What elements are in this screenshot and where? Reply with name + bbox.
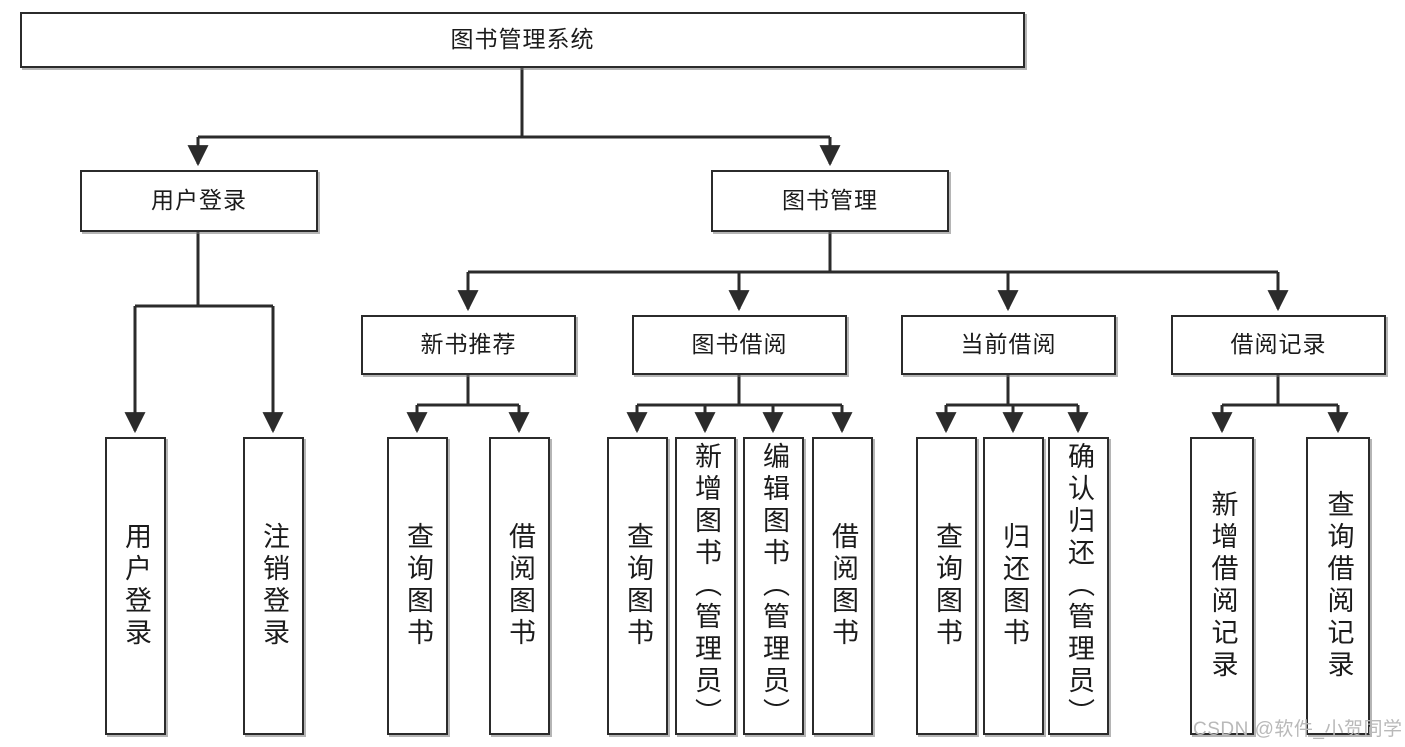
leaf-query-book-2[interactable]: 查询图书 xyxy=(607,437,668,735)
node-book-management-label: 图书管理 xyxy=(782,187,878,214)
leaf-add-borrow-record-label: 新增借阅记录 xyxy=(1207,490,1238,682)
leaf-logout-label: 注销登录 xyxy=(259,522,289,650)
node-borrow-records[interactable]: 借阅记录 xyxy=(1171,315,1386,375)
node-book-management[interactable]: 图书管理 xyxy=(711,170,949,232)
leaf-return-book-label: 归还图书 xyxy=(999,522,1029,650)
leaf-query-borrow-record[interactable]: 查询借阅记录 xyxy=(1306,437,1370,735)
leaf-add-book-admin[interactable]: 新增图书（管理员） xyxy=(675,437,736,735)
leaf-query-book-1[interactable]: 查询图书 xyxy=(387,437,448,735)
leaf-logout[interactable]: 注销登录 xyxy=(243,437,304,735)
leaf-user-login-label: 用户登录 xyxy=(121,522,151,650)
node-current-borrow[interactable]: 当前借阅 xyxy=(901,315,1116,375)
leaf-query-book-1-label: 查询图书 xyxy=(403,522,433,650)
leaf-add-borrow-record[interactable]: 新增借阅记录 xyxy=(1190,437,1254,735)
node-root-label: 图书管理系统 xyxy=(450,26,595,53)
node-user-login-label: 用户登录 xyxy=(151,187,247,214)
node-current-borrow-label: 当前借阅 xyxy=(960,331,1057,358)
leaf-borrow-book-1-label: 借阅图书 xyxy=(505,522,535,650)
node-user-login[interactable]: 用户登录 xyxy=(80,170,318,232)
leaf-query-book-3-label: 查询图书 xyxy=(932,522,962,650)
node-new-book-recommend[interactable]: 新书推荐 xyxy=(361,315,576,375)
leaf-confirm-return-admin-label: 确认归还（管理员） xyxy=(1064,442,1094,730)
leaf-add-book-admin-label: 新增图书（管理员） xyxy=(691,442,721,730)
node-book-borrow-label: 图书借阅 xyxy=(691,331,788,358)
leaf-borrow-book-2[interactable]: 借阅图书 xyxy=(812,437,873,735)
leaf-query-borrow-record-label: 查询借阅记录 xyxy=(1323,490,1354,682)
leaf-borrow-book-1[interactable]: 借阅图书 xyxy=(489,437,550,735)
leaf-edit-book-admin-label: 编辑图书（管理员） xyxy=(759,442,789,730)
leaf-confirm-return-admin[interactable]: 确认归还（管理员） xyxy=(1048,437,1109,735)
leaf-return-book[interactable]: 归还图书 xyxy=(983,437,1044,735)
node-root[interactable]: 图书管理系统 xyxy=(20,12,1025,68)
leaf-query-book-2-label: 查询图书 xyxy=(623,522,653,650)
leaf-edit-book-admin[interactable]: 编辑图书（管理员） xyxy=(743,437,804,735)
node-borrow-records-label: 借阅记录 xyxy=(1230,331,1327,358)
leaf-user-login[interactable]: 用户登录 xyxy=(105,437,166,735)
leaf-borrow-book-2-label: 借阅图书 xyxy=(828,522,858,650)
node-book-borrow[interactable]: 图书借阅 xyxy=(632,315,847,375)
leaf-query-book-3[interactable]: 查询图书 xyxy=(916,437,977,735)
node-new-book-recommend-label: 新书推荐 xyxy=(420,331,517,358)
